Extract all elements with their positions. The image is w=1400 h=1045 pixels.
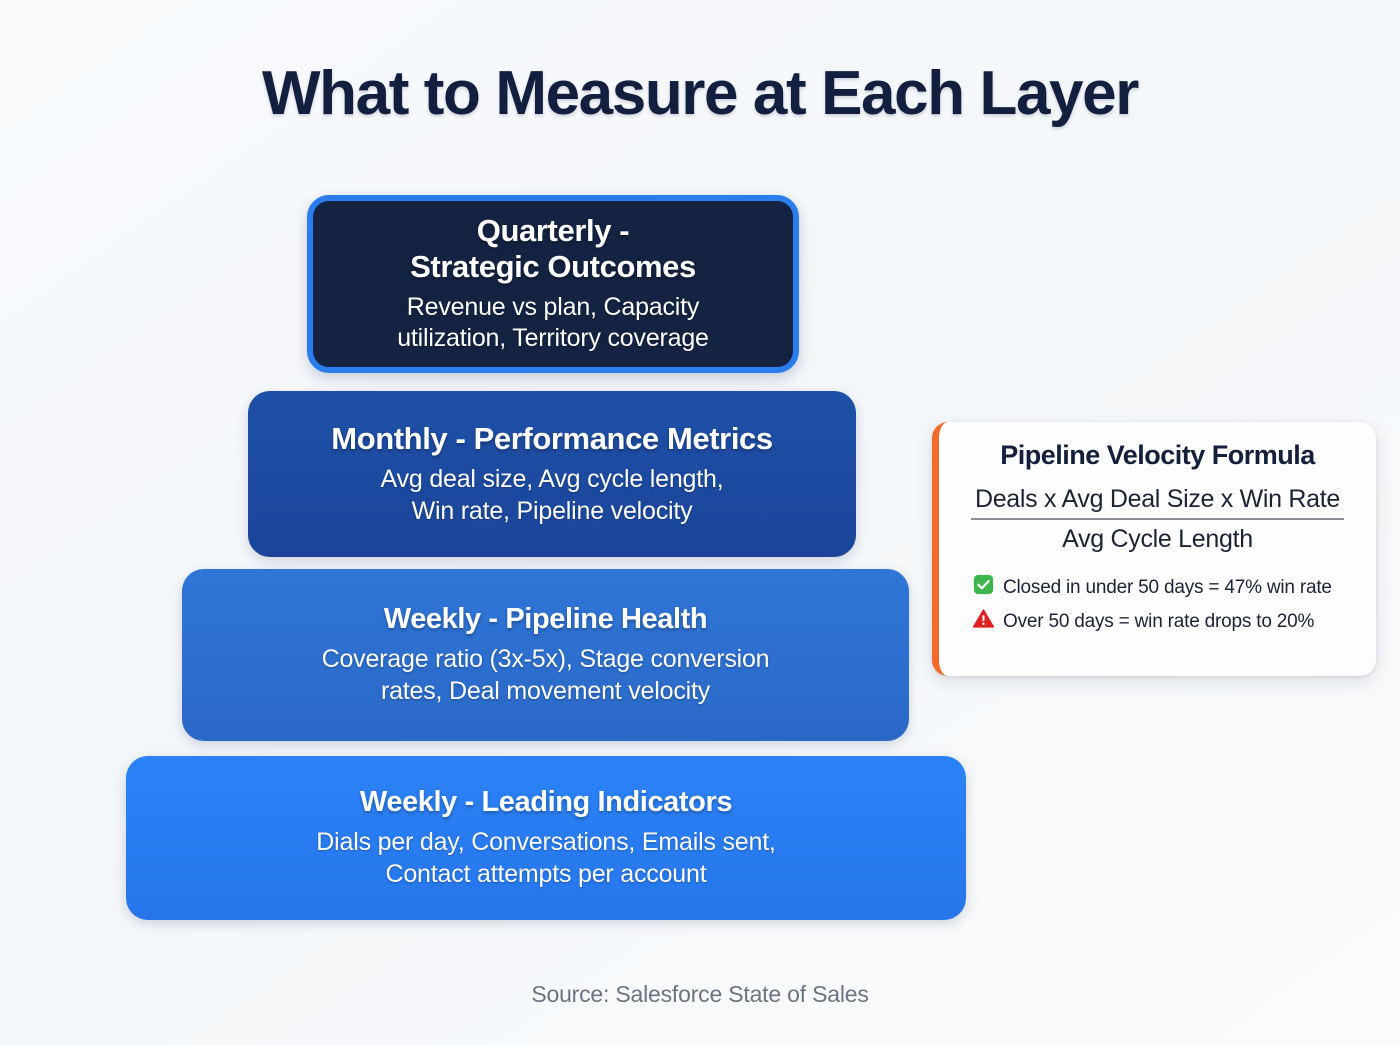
tier-description: Coverage ratio (3x-5x), Stage conversion… [321, 645, 770, 705]
formula-denominator: Avg Cycle Length [1062, 525, 1253, 553]
tier-title: Weekly - Leading Indicators [359, 785, 733, 818]
note-text: Over 50 days = win rate drops to 20% [1003, 610, 1315, 632]
source-attribution: Source: Salesforce State of Sales [531, 981, 869, 1007]
pyramid-tier-weekly-pipeline-health: Weekly - Pipeline Health Coverage ratio … [182, 569, 909, 741]
page-title: What to Measure at Each Layer [262, 59, 1139, 128]
tier-description: Dials per day, Conversations, Emails sen… [316, 828, 776, 888]
formula-numerator: Deals x Avg Deal Size x Win Rate [970, 485, 1345, 520]
note-text: Closed in under 50 days = 47% win rate [1003, 576, 1332, 598]
warning-triangle-icon [973, 608, 994, 635]
pipeline-velocity-formula-card: Pipeline Velocity Formula Deals x Avg De… [932, 422, 1376, 676]
tier-title: Quarterly - Strategic Outcomes [410, 213, 696, 284]
note-row-success: Closed in under 50 days = 47% win rate [973, 574, 1332, 601]
pyramid-tier-monthly-performance-metrics: Monthly - Performance Metrics Avg deal s… [248, 391, 856, 557]
check-mark-button-icon [973, 574, 994, 601]
tier-title: Weekly - Pipeline Health [383, 602, 708, 635]
pyramid-tier-quarterly-strategic-outcomes: Quarterly - Strategic Outcomes Revenue v… [307, 195, 799, 373]
tier-description: Avg deal size, Avg cycle length, Win rat… [380, 465, 724, 525]
pipeline-velocity-formula: Deals x Avg Deal Size x Win Rate Avg Cyc… [959, 485, 1356, 554]
note-row-warning: Over 50 days = win rate drops to 20% [973, 608, 1314, 635]
card-title: Pipeline Velocity Formula [1000, 440, 1315, 470]
card-notes-list: Closed in under 50 days = 47% win rate O… [959, 574, 1356, 635]
tier-title: Monthly - Performance Metrics [331, 420, 773, 456]
pyramid-tier-weekly-leading-indicators: Weekly - Leading Indicators Dials per da… [126, 756, 966, 920]
tier-description: Revenue vs plan, Capacity utilization, T… [397, 292, 709, 353]
